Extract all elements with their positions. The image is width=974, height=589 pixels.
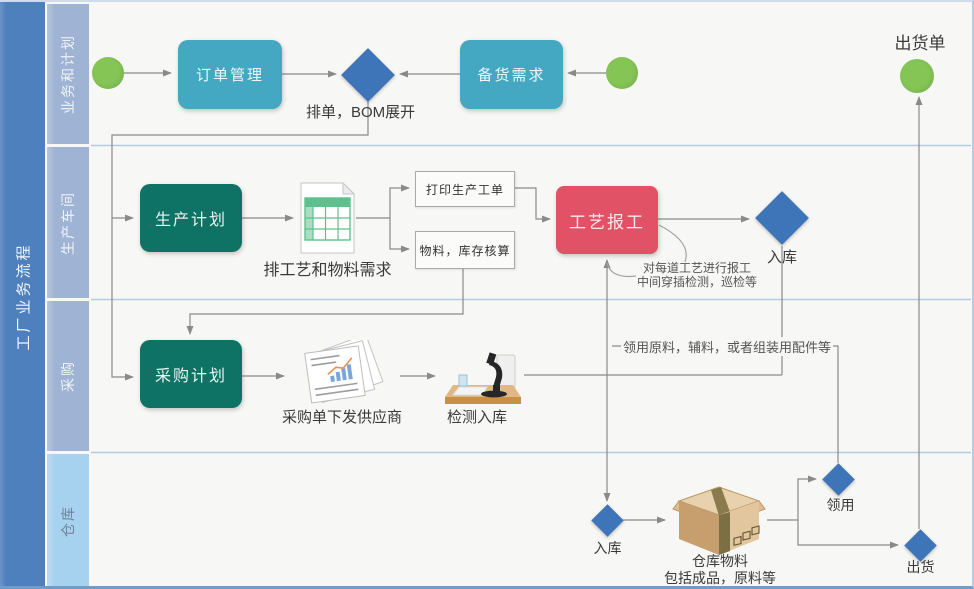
warehouse-material-label-1: 仓库物料 [692,553,748,569]
warehouse-in-label-small: 入库 [593,540,622,556]
bom-expand-label: 排单，BOM展开 [306,104,416,121]
lane-label-text: 仓库 [60,505,76,537]
process-material-caption: 排工艺和物料需求 [263,262,392,279]
spreadsheet-icon [300,182,356,254]
process-report-note: 对每道工艺进行报工 中间穿插检测，巡检等 [613,261,781,289]
lane-label-text: 生产车间 [60,190,76,255]
node-label: 物料，库存核算 [419,243,511,258]
lane-label-purchase: 采购 [47,301,89,451]
inspect-warehouse-in-caption: 检测入库 [446,409,507,426]
stock-demand-event-circle [606,57,638,89]
ship-out-label: 出货 [906,559,935,575]
node-process-reporting: 工艺报工 [556,186,658,254]
node-print-work-order: 打印生产工单 [415,171,515,207]
shipment-doc-circle [900,59,934,93]
node-production-plan: 生产计划 [140,184,242,252]
node-label: 工艺报工 [569,212,645,232]
node-label: 采购计划 [154,368,227,385]
carton-box-icon [672,486,766,555]
node-label: 订单管理 [195,67,264,84]
node-purchase-plan: 采购计划 [140,340,242,408]
lane-label-production: 生产车间 [47,147,89,298]
lane-label-warehouse: 仓库 [47,454,89,586]
warehouse-in-label-production: 入库 [766,249,797,266]
diagram-title-spine: 工厂业务流程 [0,2,45,586]
note-line: 中间穿插检测，巡检等 [636,274,757,289]
shipment-doc-label: 出货单 [894,34,946,53]
node-label: 生产计划 [154,212,227,229]
material-requisition-note: 领用原料，辅料，或者组装用配件等 [621,337,834,356]
lane-separator-lines [91,144,971,454]
node-label: 备货需求 [477,67,546,84]
lane-label-text: 业务和计划 [60,34,76,114]
node-stock-demand: 备货需求 [460,40,563,109]
lane-label-business-plan: 业务和计划 [47,4,89,144]
note-line: 对每道工艺进行报工 [642,261,751,275]
node-label: 打印生产工单 [425,182,504,197]
microscope-inspection-icon [445,352,521,404]
warehouse-material-label-2: 包括成品，原料等 [664,570,776,586]
node-order-management: 订单管理 [178,40,282,109]
lane-label-text: 采购 [60,360,76,392]
requisition-label: 领用 [826,497,855,513]
diagram-title: 工厂业务流程 [15,242,33,351]
flow-connectors [111,69,923,549]
node-material-inventory-check: 物料，库存核算 [415,231,515,269]
start-event-circle [92,57,124,89]
purchase-order-caption: 采购单下发供应商 [281,409,402,426]
documents-stack-icon [304,340,384,404]
